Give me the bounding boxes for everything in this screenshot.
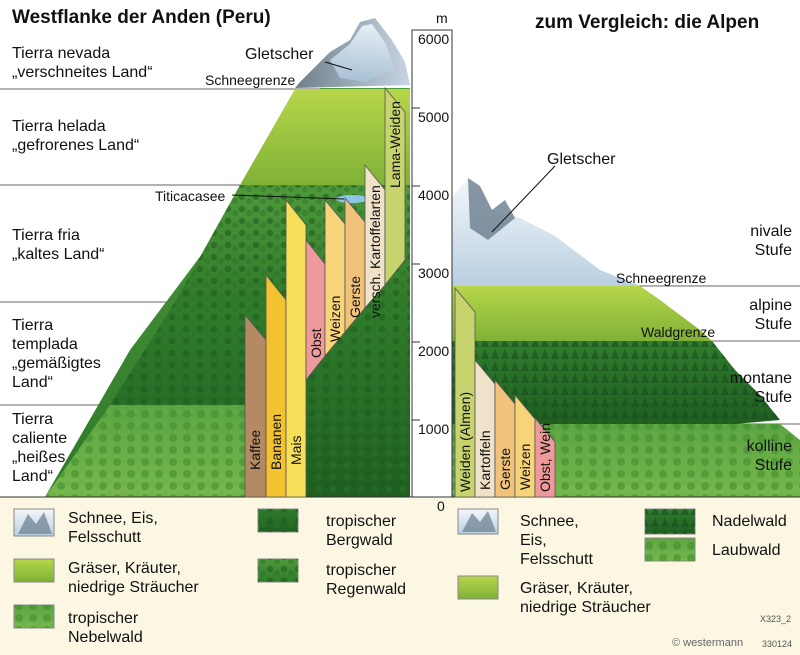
- crop-maize: [285, 198, 307, 498]
- zone-alpine: alpine Stufe: [749, 297, 792, 333]
- andes-snowline-label: Schneegrenze: [205, 72, 296, 88]
- lake-titicaca-label: Titicacasee: [155, 188, 226, 204]
- crop-llama-pasture: [384, 86, 406, 287]
- pointer-lines: [231, 61, 556, 233]
- legend-cloud-forest: tropischer Nebelwald: [68, 610, 143, 646]
- crop-fruit-label: Obst: [308, 328, 324, 358]
- crop-llama-pasture-label: Lama-Weiden: [387, 101, 403, 188]
- legend-mountain-forest: tropischer Bergwald: [326, 513, 397, 549]
- crop-bananas-label: Bananen: [268, 413, 284, 470]
- scale-tick-0: 0: [437, 498, 445, 514]
- credit-code: X323_2: [760, 614, 792, 624]
- zone-tierra-nevada: Tierra nevada „verschneites Land“: [12, 45, 153, 81]
- crop-maize-label: Mais: [288, 435, 304, 465]
- crop-alps-barley-label: Gerste: [497, 447, 513, 490]
- crop-wheat-label: Weizen: [327, 295, 343, 342]
- legend-conifer: Nadelwald: [712, 513, 787, 530]
- legend-snow-left: Schnee, Eis, Felsschutt: [68, 510, 158, 546]
- credit-number: 330124: [762, 639, 793, 649]
- legend-deciduous: Laubwald: [712, 542, 781, 559]
- crop-alpine-pasture-label: Weiden (Almen): [457, 391, 473, 492]
- scale-tick-3000: 3000: [418, 265, 450, 281]
- zone-tierra-templada: Tierra templada „gemäßigtes Land“: [12, 317, 101, 391]
- lake-titicaca: [336, 195, 368, 203]
- andes-glacier-label: Gletscher: [245, 46, 314, 63]
- zone-montane: montane Stufe: [729, 370, 792, 406]
- alps-glacier-label: Gletscher: [547, 151, 616, 168]
- alps-snowline-label: Schneegrenze: [616, 270, 707, 286]
- zone-colline: kolline Stufe: [746, 438, 792, 474]
- alps-title: zum Vergleich: die Alpen: [535, 12, 760, 33]
- legend-snow-right: Schnee, Eis, Felsschutt: [520, 513, 593, 568]
- crop-alps-wheat-label: Weizen: [517, 443, 533, 490]
- legend-swatches: [13, 508, 696, 629]
- scale-tick-4000: 4000: [418, 187, 450, 203]
- crop-coffee-label: Kaffee: [247, 429, 263, 470]
- credit-publisher: © westermann: [672, 637, 744, 649]
- crop-barley-label: Gerste: [347, 275, 363, 318]
- andes-title: Westflanke der Anden (Peru): [12, 7, 271, 28]
- andes-crops: [244, 86, 406, 498]
- scale-tick-6000: 6000: [418, 31, 450, 47]
- zone-nival: nivale Stufe: [750, 223, 792, 259]
- scale-unit: m: [436, 10, 448, 26]
- alps-crops: [454, 286, 556, 498]
- zone-tierra-helada: Tierra helada „gefrorenes Land“: [12, 118, 140, 154]
- crop-alps-fruit-wine: [534, 416, 556, 498]
- legend-grass-right: Gräser, Kräuter, niedrige Sträucher: [520, 580, 651, 616]
- crop-alps-fruit-wine-label: Obst, Wein: [537, 423, 553, 492]
- scale-tick-2000: 2000: [418, 343, 450, 359]
- zone-tierra-fria: Tierra fria „kaltes Land“: [12, 227, 105, 263]
- legend-grass-left: Gräser, Kräuter, niedrige Sträucher: [68, 560, 199, 596]
- alps-treeline-label: Waldgrenze: [641, 324, 716, 340]
- zone-tierra-caliente: Tierra caliente „heißes Land“: [12, 411, 68, 485]
- scale-tick-1000: 1000: [418, 421, 450, 437]
- crop-alpine-pasture: [454, 286, 476, 498]
- crop-alps-potatoes-label: Kartoffeln: [477, 430, 493, 490]
- legend-rainforest: tropischer Regenwald: [326, 562, 407, 598]
- crop-potatoes-label: versch. Kartoffelarten: [367, 185, 383, 318]
- height-scale: [411, 29, 453, 498]
- scale-tick-5000: 5000: [418, 109, 450, 125]
